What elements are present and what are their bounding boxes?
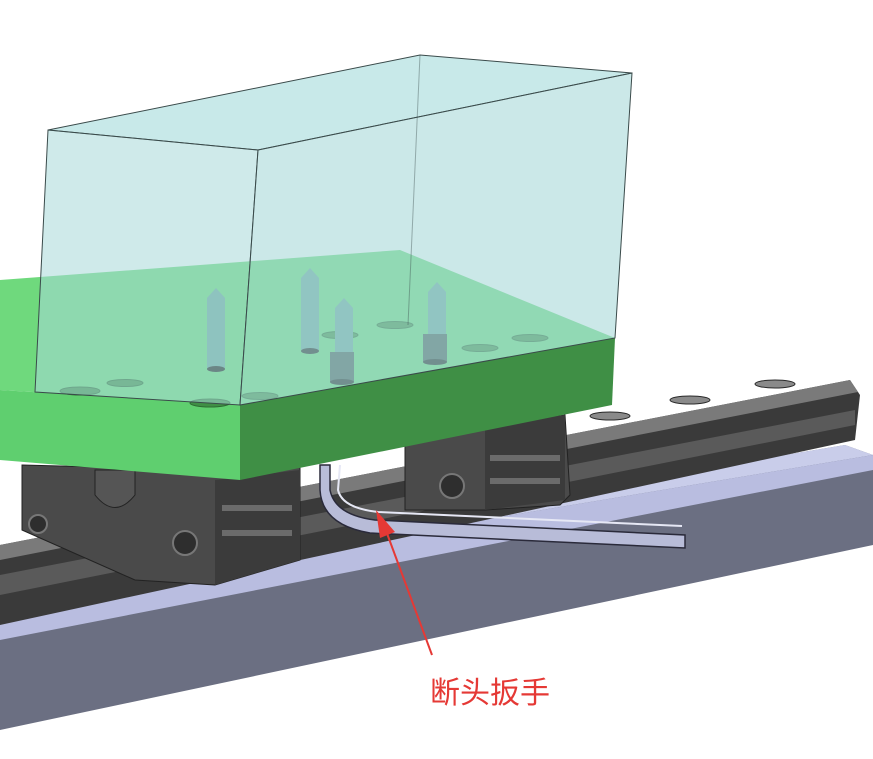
carriage-left bbox=[21, 464, 301, 586]
annotation-label: 断头扳手 bbox=[430, 676, 550, 711]
carriage-right bbox=[404, 414, 571, 511]
annotation-arrow bbox=[376, 510, 433, 656]
transparent-block bbox=[34, 54, 633, 406]
hex-wrench bbox=[319, 464, 686, 549]
